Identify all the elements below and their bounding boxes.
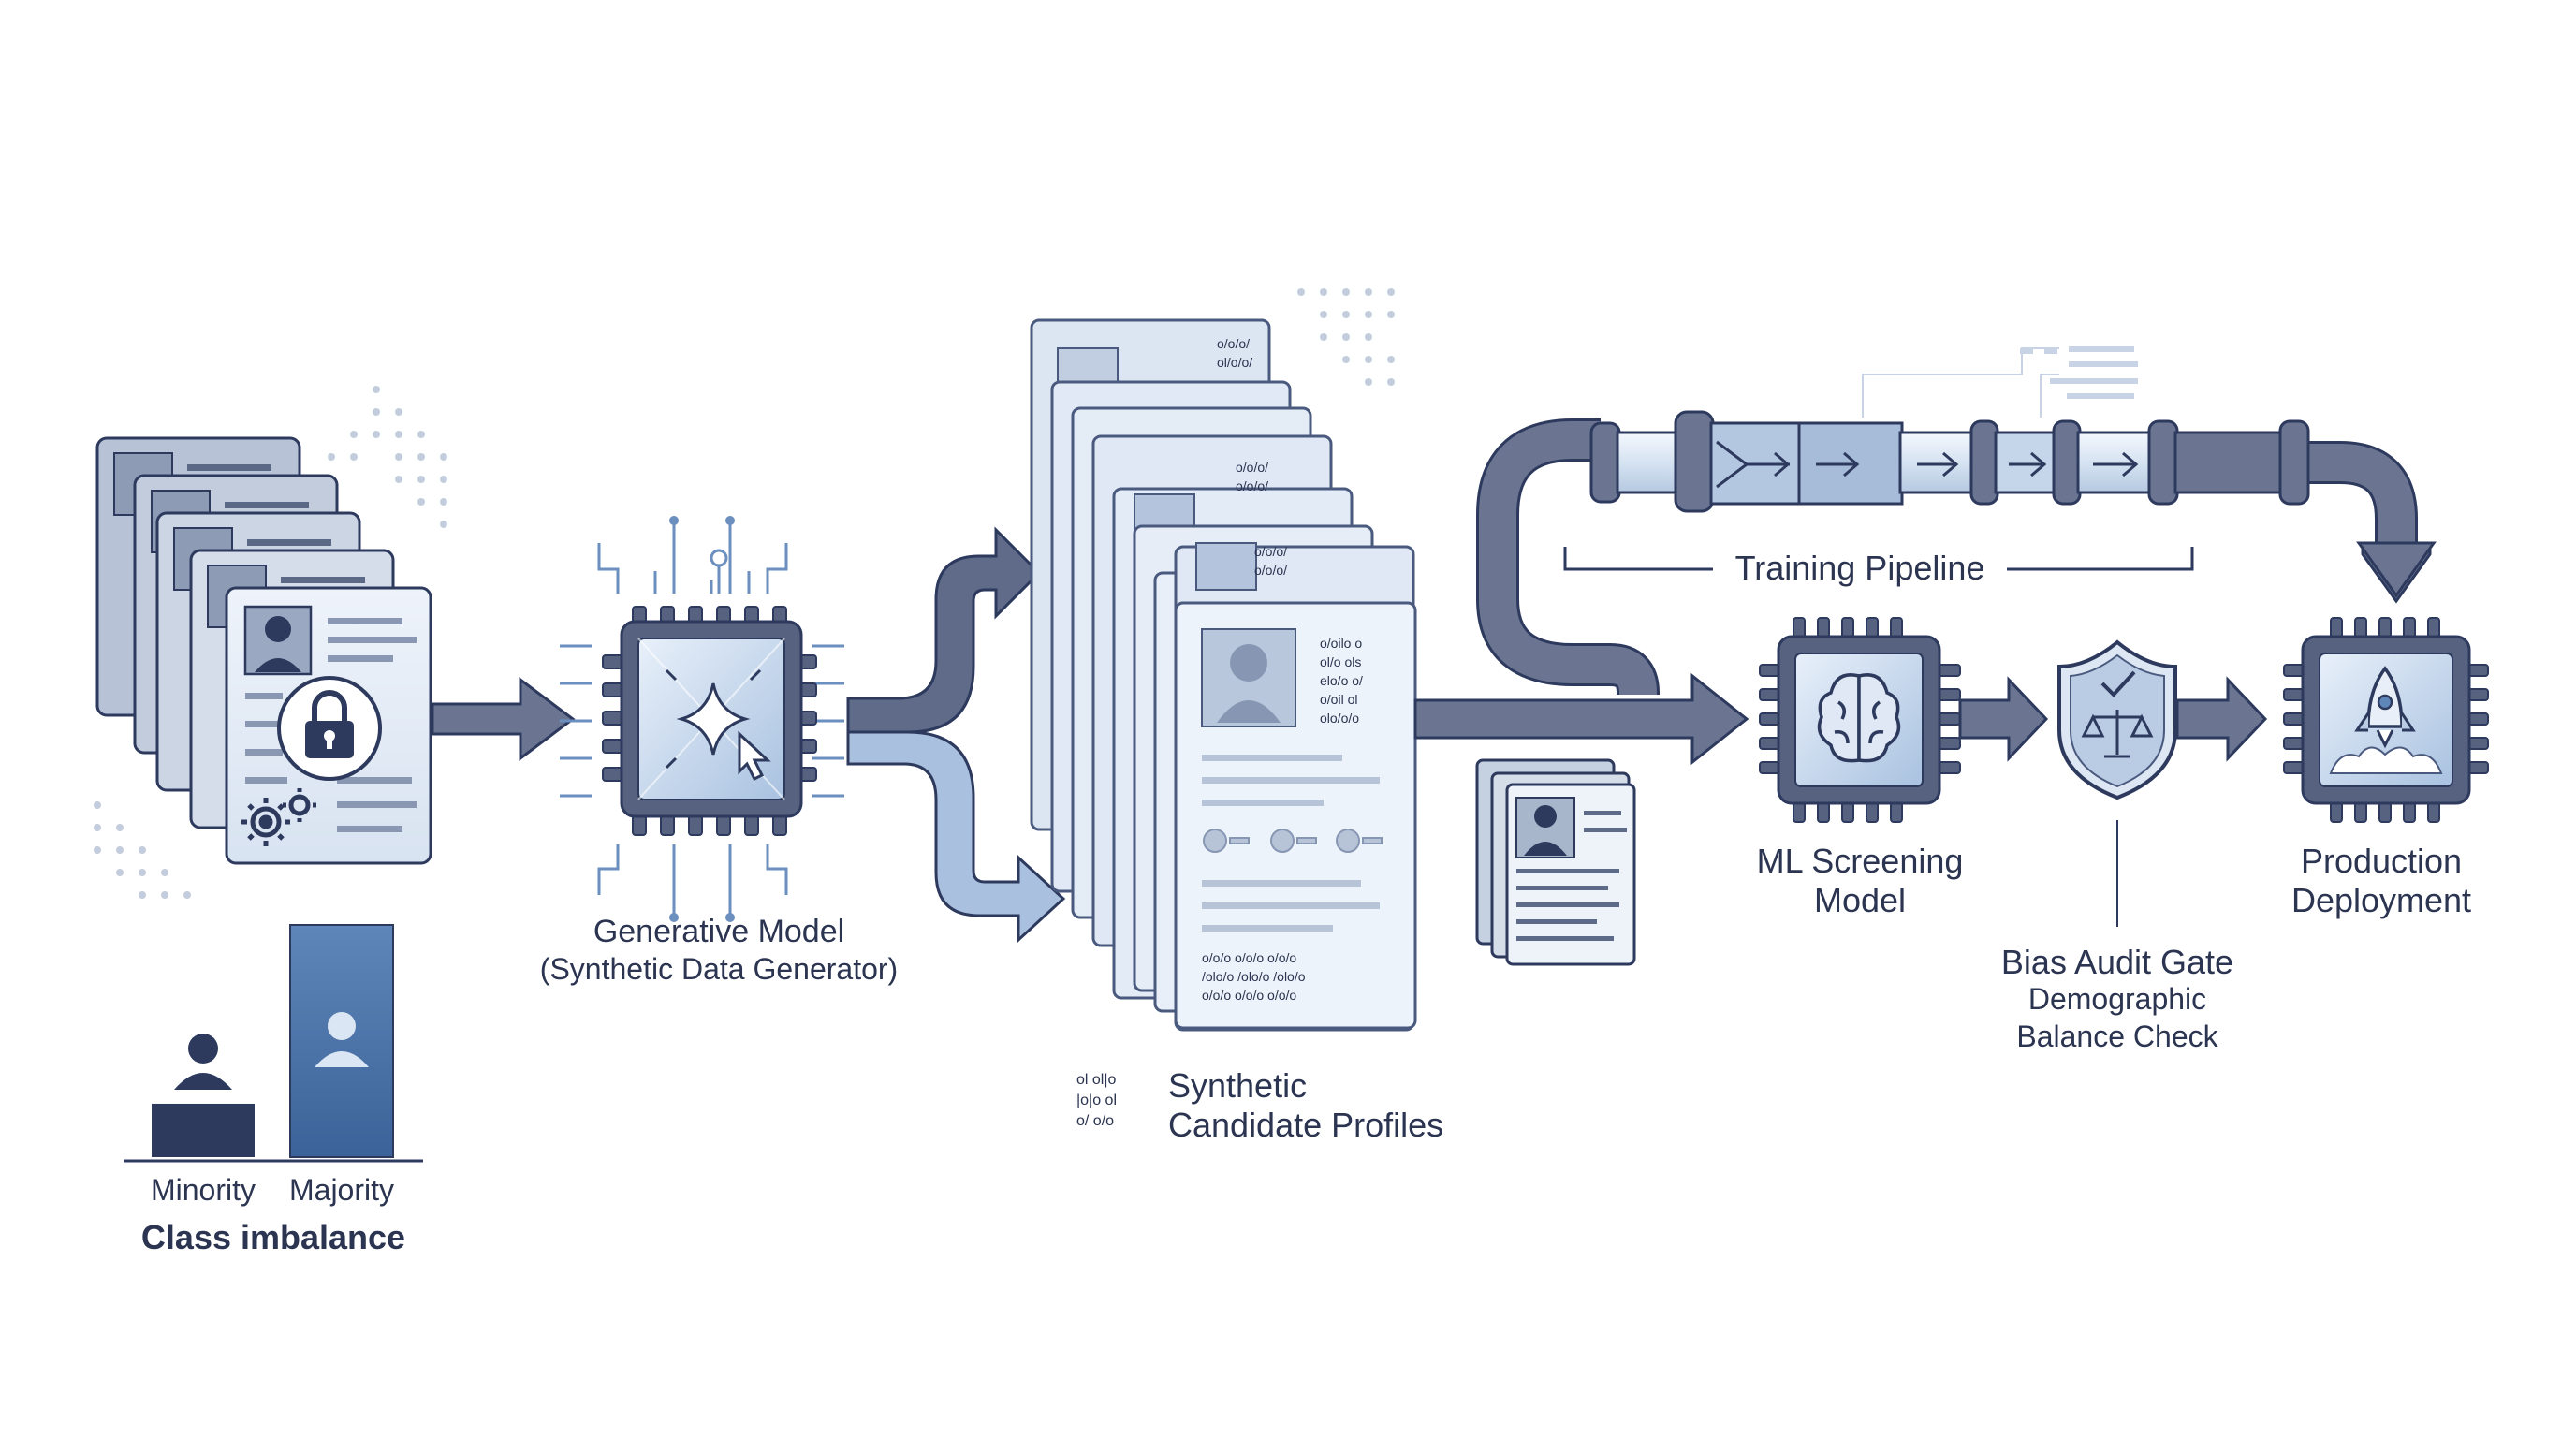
svg-text:ol/o ols: ol/o ols [1320, 654, 1361, 669]
svg-text:o/o/o/: o/o/o/ [1236, 478, 1268, 493]
person-icon [1217, 644, 1281, 723]
class-imbalance-label: Class imbalance [141, 1218, 405, 1256]
class-imbalance-chart: Minority Majority Class imbalance [124, 924, 423, 1256]
bias-gate-line1: Demographic [2028, 982, 2206, 1016]
synthetic-profile-front-content: o/oilo o ol/o ols elo/o o/ o/oil ol olo/… [1201, 336, 1383, 1003]
minority-bar [152, 1103, 255, 1157]
decorative-dots [94, 288, 1395, 899]
majority-bar [289, 924, 394, 1158]
person-icon [1524, 805, 1567, 856]
training-pipeline-label: Training Pipeline [1735, 549, 1985, 587]
binary-code-icon: ol ol|o |o|o ol o/ o/o [1076, 1072, 1117, 1129]
cursor-icon [738, 730, 771, 782]
synthetic-caption-line1: Synthetic [1168, 1066, 1307, 1105]
svg-text:/olo/o /olo/o /olo/o: /olo/o /olo/o /olo/o [1202, 969, 1306, 984]
person-icon [315, 1012, 369, 1067]
rocket-icon [2329, 666, 2443, 774]
generative-model-subtitle: (Synthetic Data Generator) [540, 952, 898, 986]
training-pipeline: Training Pipeline [1476, 346, 2437, 695]
generative-model-chip: Generative Model (Synthetic Data Generat… [540, 516, 898, 986]
ml-model-label-line1: ML Screening [1757, 842, 1964, 880]
arrow-to-bias-gate [1958, 676, 2049, 762]
lock-icon [277, 676, 382, 781]
ml-model-label-line2: Model [1814, 881, 1906, 919]
svg-text:elo/o o/: elo/o o/ [1320, 673, 1363, 688]
svg-text:o/o/o/: o/o/o/ [1217, 336, 1250, 351]
minority-label: Minority [151, 1173, 256, 1207]
sparkle-icon [665, 668, 762, 770]
arrow-to-generator [431, 677, 576, 761]
svg-text:o/ o/o: o/ o/o [1076, 1113, 1114, 1129]
svg-text:|o|o ol: |o|o ol [1076, 1093, 1117, 1108]
svg-text:olo/o/o: olo/o/o [1320, 711, 1359, 726]
scales-icon [2081, 710, 2154, 758]
svg-text:ol/o/o/: ol/o/o/ [1217, 355, 1252, 370]
production-label-line2: Deployment [2291, 881, 2471, 919]
majority-label: Majority [289, 1173, 394, 1207]
svg-text:o/o/o o/o/o o/o/o: o/o/o o/o/o o/o/o [1202, 950, 1296, 965]
generative-model-title: Generative Model [593, 914, 844, 949]
svg-text:o/oilo o: o/oilo o [1320, 636, 1362, 651]
input-resume-stack [95, 436, 432, 865]
synthetic-caption-line2: Candidate Profiles [1168, 1106, 1443, 1144]
svg-text:o/o/o o/o/o o/o/o: o/o/o o/o/o o/o/o [1202, 988, 1296, 1003]
bias-audit-gate: Bias Audit Gate Demographic Balance Chec… [2001, 639, 2233, 1053]
resume-card-front [225, 586, 432, 865]
svg-text:o/o/o/: o/o/o/ [1254, 563, 1287, 578]
arrow-to-ml-model [1413, 672, 1749, 766]
bias-gate-line2: Balance Check [2016, 1020, 2218, 1053]
gear-icon [242, 788, 316, 846]
svg-text:ol ol|o: ol ol|o [1076, 1072, 1117, 1088]
production-label-line1: Production [2301, 842, 2462, 880]
svg-text:o/oil ol: o/oil ol [1320, 692, 1357, 707]
svg-text:o/o/o/: o/o/o/ [1236, 460, 1268, 475]
binary-code-icon: o/oilo o ol/o ols elo/o o/ o/oil ol olo/… [1202, 336, 1363, 1003]
production-deployment-chip: Production Deployment [2283, 617, 2489, 919]
synthetic-profiles-caption: ol ol|o |o|o ol o/ o/o Synthetic Candida… [1076, 1066, 1443, 1144]
bias-gate-title: Bias Audit Gate [2001, 943, 2233, 981]
small-resume-stack [1475, 758, 1636, 966]
person-icon [255, 616, 301, 672]
brain-icon [1817, 673, 1901, 763]
svg-text:o/o/o/: o/o/o/ [1254, 544, 1287, 559]
ml-screening-model-chip: ML Screening Model [1757, 617, 1964, 919]
arrow-to-production-chip [2175, 676, 2268, 762]
person-icon [174, 1034, 232, 1090]
split-arrow [846, 526, 1066, 944]
